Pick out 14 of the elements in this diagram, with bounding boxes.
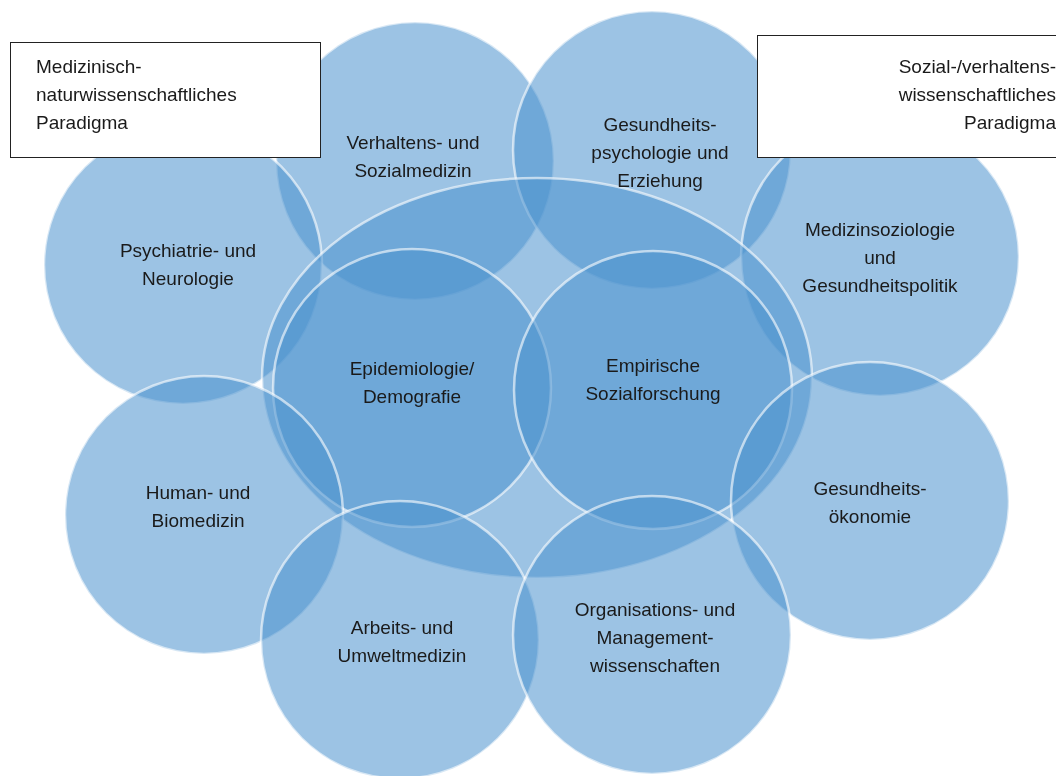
paradigm-label: Medizinisch- naturwissenschaftliches Paradigma bbox=[36, 55, 238, 135]
paradigm-label-box bbox=[10, 42, 321, 158]
discipline-label: Arbeits- und Umweltmedizin bbox=[336, 616, 468, 668]
discipline-label: Empirische Sozialforschung bbox=[584, 354, 722, 406]
paradigm-label: Sozial-/verhaltens- wissenschaftliches Paradigma bbox=[897, 55, 1056, 135]
discipline-label: Medizinsoziologie und Gesundheitspolitik bbox=[801, 218, 959, 298]
discipline-label: Organisations- und Management- wissenschaften bbox=[573, 598, 737, 678]
paradigm-label-box bbox=[757, 35, 1056, 158]
discipline-label: Gesundheits- ökonomie bbox=[812, 477, 928, 529]
discipline-label: Psychiatrie- und Neurologie bbox=[118, 239, 258, 291]
discipline-label: Gesundheits- psychologie und Erziehung bbox=[590, 113, 730, 193]
discipline-label: Verhaltens- und Sozialmedizin bbox=[345, 131, 481, 183]
discipline-label: Epidemiologie/ Demografie bbox=[348, 357, 476, 409]
discipline-label: Human- und Biomedizin bbox=[144, 481, 252, 533]
